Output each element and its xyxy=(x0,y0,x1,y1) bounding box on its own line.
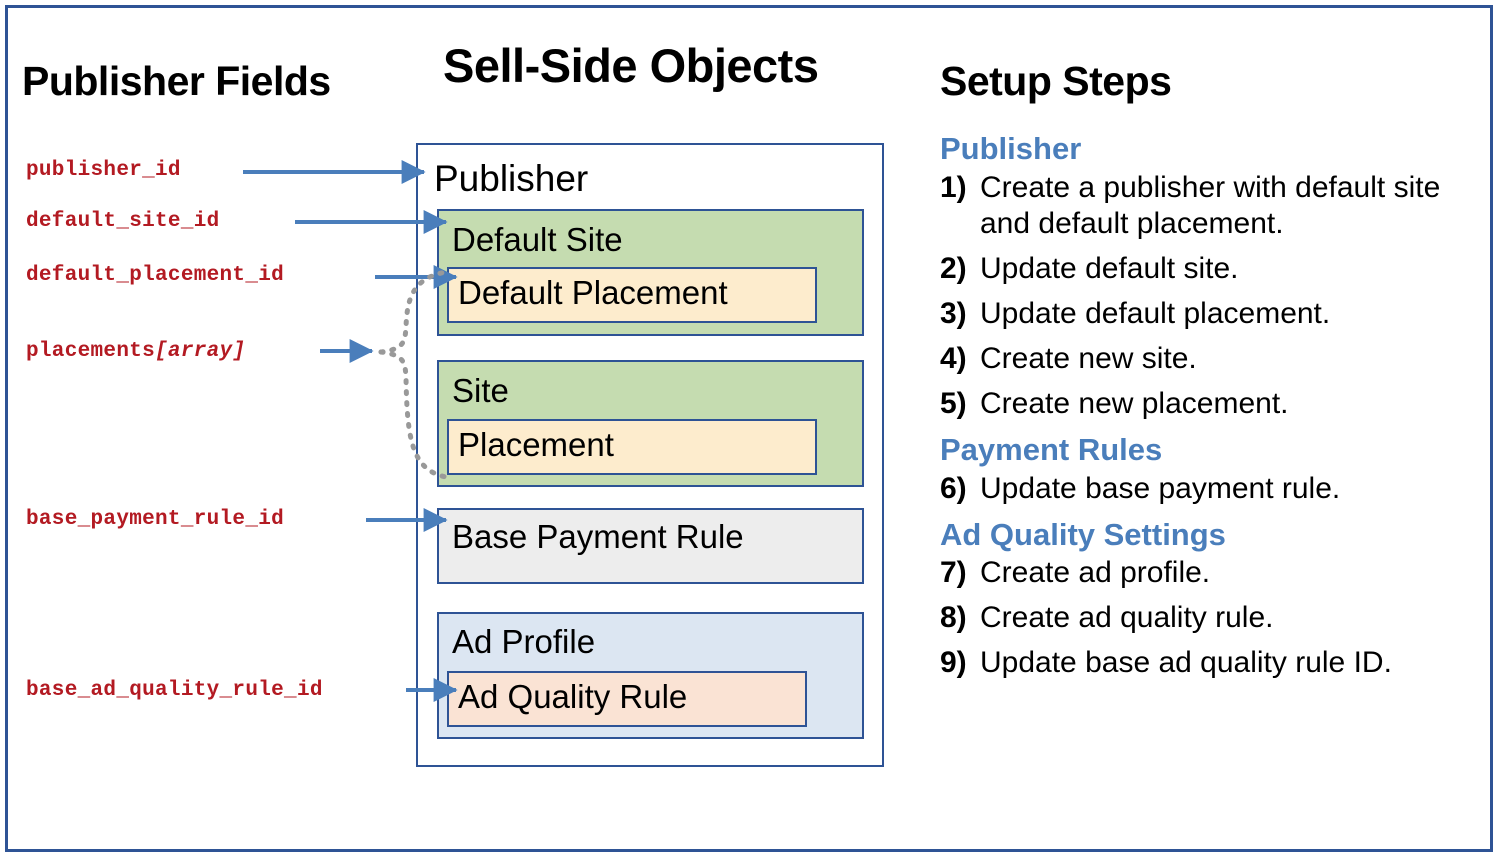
setup-step-8: 8) Create ad quality rule. xyxy=(940,600,1480,636)
field-label-default-placement-id: default_placement_id xyxy=(26,264,284,287)
step-text: Create new site. xyxy=(980,341,1197,375)
setup-step-9: 9) Update base ad quality rule ID. xyxy=(940,645,1480,681)
step-number: 1) xyxy=(940,170,967,204)
step-number: 8) xyxy=(940,601,967,635)
setup-step-7: 7) Create ad profile. xyxy=(940,555,1480,591)
base-payment-rule-box xyxy=(437,508,864,584)
field-name: default_site_id xyxy=(26,210,220,233)
section-heading-publisher: Publisher xyxy=(940,131,1082,166)
step-text: Update base payment rule. xyxy=(980,471,1341,505)
field-label-base-ad-quality-rule-id: base_ad_quality_rule_id xyxy=(26,679,323,702)
step-text: Create ad quality rule. xyxy=(980,601,1274,635)
step-number: 4) xyxy=(940,341,967,375)
field-label-placements: placements[array] xyxy=(26,340,245,363)
field-array-suffix: [array] xyxy=(155,340,246,363)
step-number: 7) xyxy=(940,556,967,590)
setup-step-3: 3) Update default placement. xyxy=(940,296,1480,332)
publisher-object-label: Publisher xyxy=(434,158,589,199)
outer-frame xyxy=(5,5,1493,852)
field-name: base_payment_rule_id xyxy=(26,508,285,531)
step-text: Update default site. xyxy=(980,251,1239,285)
setup-steps-heading: Setup Steps xyxy=(940,58,1172,104)
step-text: Create ad profile. xyxy=(980,556,1211,590)
section-heading-payment-rules: Payment Rules xyxy=(940,431,1163,467)
field-label-default-site-id: default_site_id xyxy=(26,210,220,233)
field-name: base_ad_quality_rule_id xyxy=(26,679,323,702)
step-number: 5) xyxy=(940,386,967,420)
field-label-base-payment-rule-id: base_payment_rule_id xyxy=(26,508,284,531)
step-text: Update default placement. xyxy=(980,296,1331,330)
ad-quality-rule-box xyxy=(447,671,807,727)
default-placement-label: Default Placement xyxy=(458,274,728,311)
field-name: publisher_id xyxy=(26,159,181,182)
setup-step-1: 1) Create a publisher with default site a… xyxy=(940,170,1480,242)
base-payment-rule-label: Base Payment Rule xyxy=(452,518,744,555)
setup-step-6: 6) Update base payment rule. xyxy=(940,471,1480,507)
step-number: 3) xyxy=(940,296,967,330)
field-label-publisher-id: publisher_id xyxy=(26,159,181,182)
publisher-fields-heading: Publisher Fields xyxy=(22,58,331,104)
field-name: default_placement_id xyxy=(26,264,285,287)
ad-profile-label: Ad Profile xyxy=(452,623,596,660)
step-text: Create new placement. xyxy=(980,386,1289,420)
step-number: 6) xyxy=(940,471,967,505)
placement-label: Placement xyxy=(458,426,614,463)
step-number: 2) xyxy=(940,251,967,285)
ad-quality-rule-label: Ad Quality Rule xyxy=(458,678,688,715)
setup-step-5: 5) Create new placement. xyxy=(940,386,1480,422)
field-name: placements xyxy=(26,340,156,363)
default-placement-box xyxy=(447,267,817,323)
step-text: Update base ad quality rule ID. xyxy=(980,646,1392,680)
step-text: Create a publisher with default site and… xyxy=(980,170,1441,240)
setup-steps-list: Publisher 1) Create a publisher with defa… xyxy=(940,130,1480,690)
setup-step-4: 4) Create new site. xyxy=(940,341,1480,377)
default-site-label: Default Site xyxy=(452,221,623,258)
sell-side-objects-heading: Sell-Side Objects xyxy=(443,39,819,92)
step-number: 9) xyxy=(940,646,967,680)
site-label: Site xyxy=(452,372,509,409)
setup-step-2: 2) Update default site. xyxy=(940,251,1480,287)
section-heading-ad-quality-settings: Ad Quality Settings xyxy=(940,516,1226,552)
